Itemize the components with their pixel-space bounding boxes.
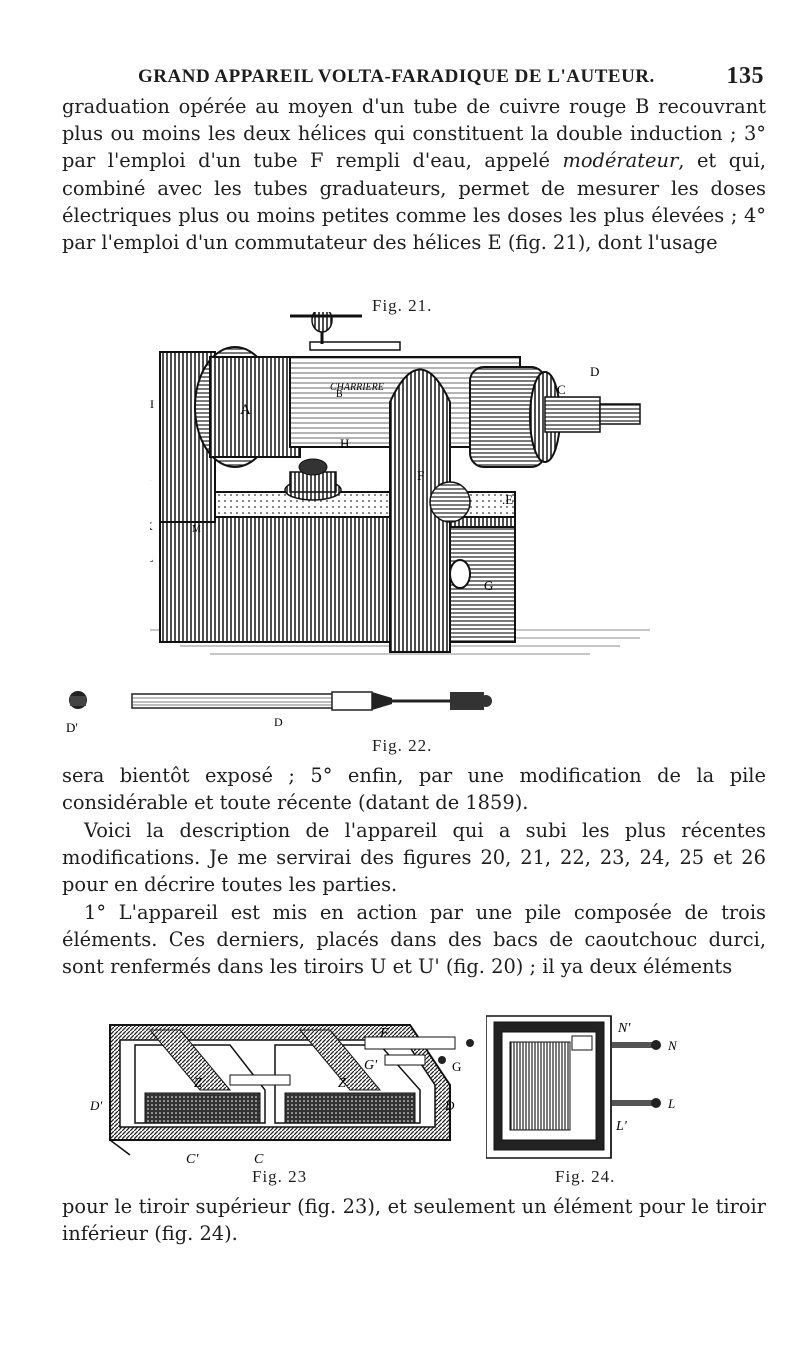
fig23-label-G-prime: G' [364,1058,378,1073]
fig21-label-I: I [150,397,154,411]
fig-23-caption: Fig. 23 [252,1167,308,1186]
fig24-label-N: N [667,1038,678,1053]
fig21-label-J: J [150,477,151,491]
fig21-label-B: B [336,389,343,400]
fig-21-caption: Fig. 21. [372,296,433,315]
paragraph-2: sera bientôt exposé ; 5° enfin, par une … [62,764,766,815]
fig21-label-A: A [240,402,251,418]
fig23-label-Z1: Z [194,1076,202,1091]
paragraph-3: Voici la description de l'appareil qui a… [62,819,766,897]
fig22-label-D-prime: D' [66,720,78,735]
fig23-label-D-prime: D' [90,1098,102,1113]
paragraph-5: pour le tiroir supérieur (fig. 23), et s… [62,1195,766,1246]
fig23-label-D: D [444,1098,455,1113]
figure-22-engraving: D' D [66,691,492,735]
fig21-label-M: M [192,524,201,535]
fig-24-caption: Fig. 24. [555,1167,616,1186]
fig21-label-C: C [557,382,566,397]
fig22-label-D: D [274,715,283,729]
running-header: GRAND APPAREIL VOLTA-FARADIQUE DE L'AUTE… [138,63,764,89]
figure-21-engraving: A B CHARRIERE C D .E F G H I J K L M [150,312,650,655]
fig23-label-C: C [254,1152,264,1165]
fig21-label-H: H [340,436,349,451]
paragraph-4: 1° L'appareil est mis en action par une … [62,901,766,979]
fig23-label-F: F [379,1026,389,1041]
page-number: 135 [726,63,764,89]
fig23-label-Z2: Z [338,1076,346,1091]
fig21-label-chariot: CHARRIERE [330,382,384,393]
paragraph-1: graduation opérée au moyen d'un tube de … [62,95,766,255]
fig21-label-F: F [417,468,424,483]
fig21-label-E: .E [502,492,513,507]
figure-23-engraving: F G' G Z Z D' D C' C [90,1024,474,1165]
fig24-label-L-prime: L' [615,1119,628,1134]
fig21-label-K: K [150,519,153,533]
fig23-label-G: G [452,1059,461,1074]
fig24-label-L: L [667,1096,675,1111]
figure-24-engraving: N' N L L' [486,1015,678,1159]
fig23-label-C-prime: C' [186,1152,199,1165]
fig21-label-L: L [150,551,153,565]
running-title: GRAND APPAREIL VOLTA-FARADIQUE DE L'AUTE… [138,66,655,87]
fig21-label-D: D [590,364,599,379]
fig24-label-N-prime: N' [617,1021,631,1036]
italic-term: modérateur [562,149,679,173]
fig-22-caption: Fig. 22. [372,736,433,755]
fig21-label-G: G [484,578,493,593]
